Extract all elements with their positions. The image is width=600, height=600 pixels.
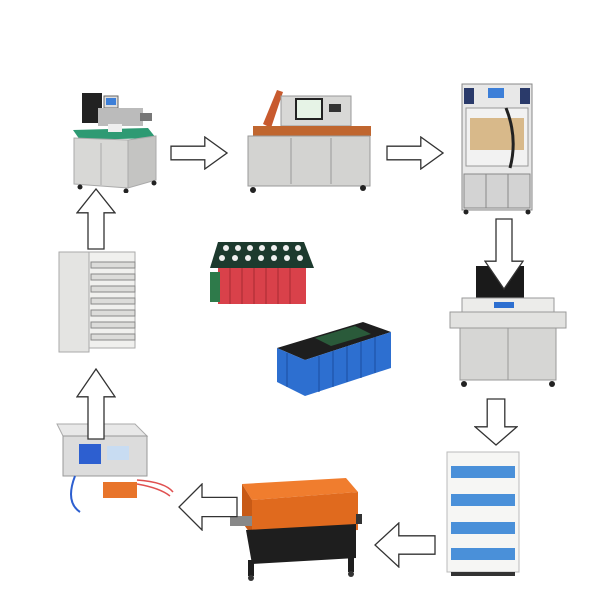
spot-welding-machine-icon	[243, 82, 375, 197]
arrow-down-icon	[484, 218, 524, 290]
battery-tester-icon	[55, 422, 177, 544]
arrow-left-icon	[374, 522, 436, 568]
arrow-up-icon	[76, 188, 116, 250]
arrow-right-icon	[386, 136, 444, 170]
aging-cabinet-icon	[443, 450, 523, 578]
test-bench-icon	[448, 262, 568, 392]
arrow-down-icon	[474, 398, 518, 446]
shrink-tunnel-icon	[228, 470, 363, 582]
red-cell-battery-pack-icon	[208, 238, 318, 308]
blue-cell-battery-pack-icon	[275, 318, 393, 398]
laser-welding-cabinet-icon	[458, 78, 534, 216]
arrow-left-icon	[178, 483, 238, 531]
storage-rack-icon	[55, 248, 140, 356]
cell-sorting-machine-icon	[68, 88, 163, 193]
arrow-up-icon	[76, 368, 116, 440]
arrow-right-icon	[170, 136, 228, 170]
